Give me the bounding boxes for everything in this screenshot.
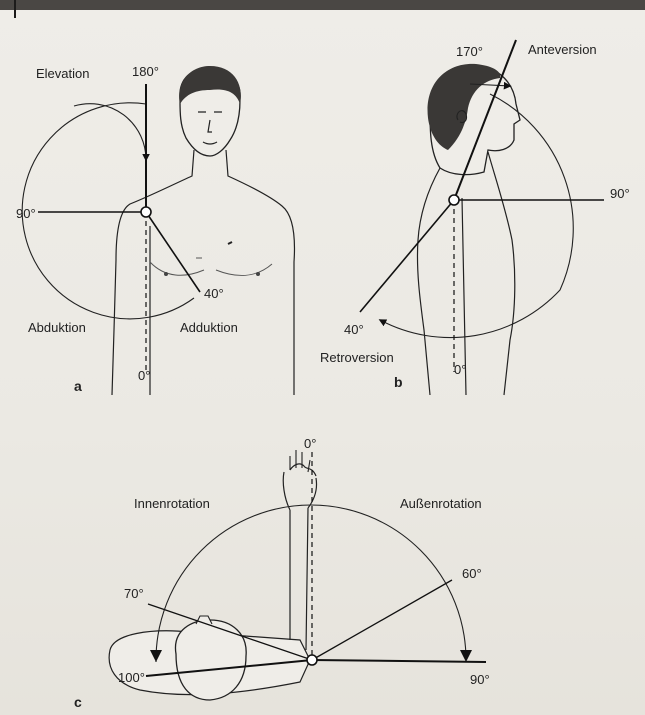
panel-c-joint: [307, 655, 317, 665]
label-c-100: 100°: [118, 670, 145, 685]
label-b-170: 170°: [456, 44, 483, 59]
label-a-40: 40°: [204, 286, 224, 301]
label-aussenrotation: Außenrotation: [400, 496, 482, 511]
label-retroversion: Retroversion: [320, 350, 394, 365]
panel-c-letter: c: [74, 694, 82, 710]
label-b-0: 0°: [454, 362, 466, 377]
panel-c-axis-90: [312, 660, 486, 662]
panel-b-letter: b: [394, 374, 403, 390]
panel-c-axis-60: [312, 580, 452, 660]
label-b-40: 40°: [344, 322, 364, 337]
figure-c-head: [175, 620, 246, 700]
label-innenrotation: Innenrotation: [134, 496, 210, 511]
label-b-90: 90°: [610, 186, 630, 201]
label-c-60: 60°: [462, 566, 482, 581]
label-a-90: 90°: [16, 206, 36, 221]
label-a-180: 180°: [132, 64, 159, 79]
label-adduktion: Adduktion: [180, 320, 238, 335]
label-c-70: 70°: [124, 586, 144, 601]
label-elevation: Elevation: [36, 66, 89, 81]
label-c-0: 0°: [304, 436, 316, 451]
label-c-90: 90°: [470, 672, 490, 687]
panel-a-letter: a: [74, 378, 82, 394]
label-anteversion: Anteversion: [528, 42, 597, 57]
label-a-0: 0°: [138, 368, 150, 383]
label-abduktion: Abduktion: [28, 320, 86, 335]
